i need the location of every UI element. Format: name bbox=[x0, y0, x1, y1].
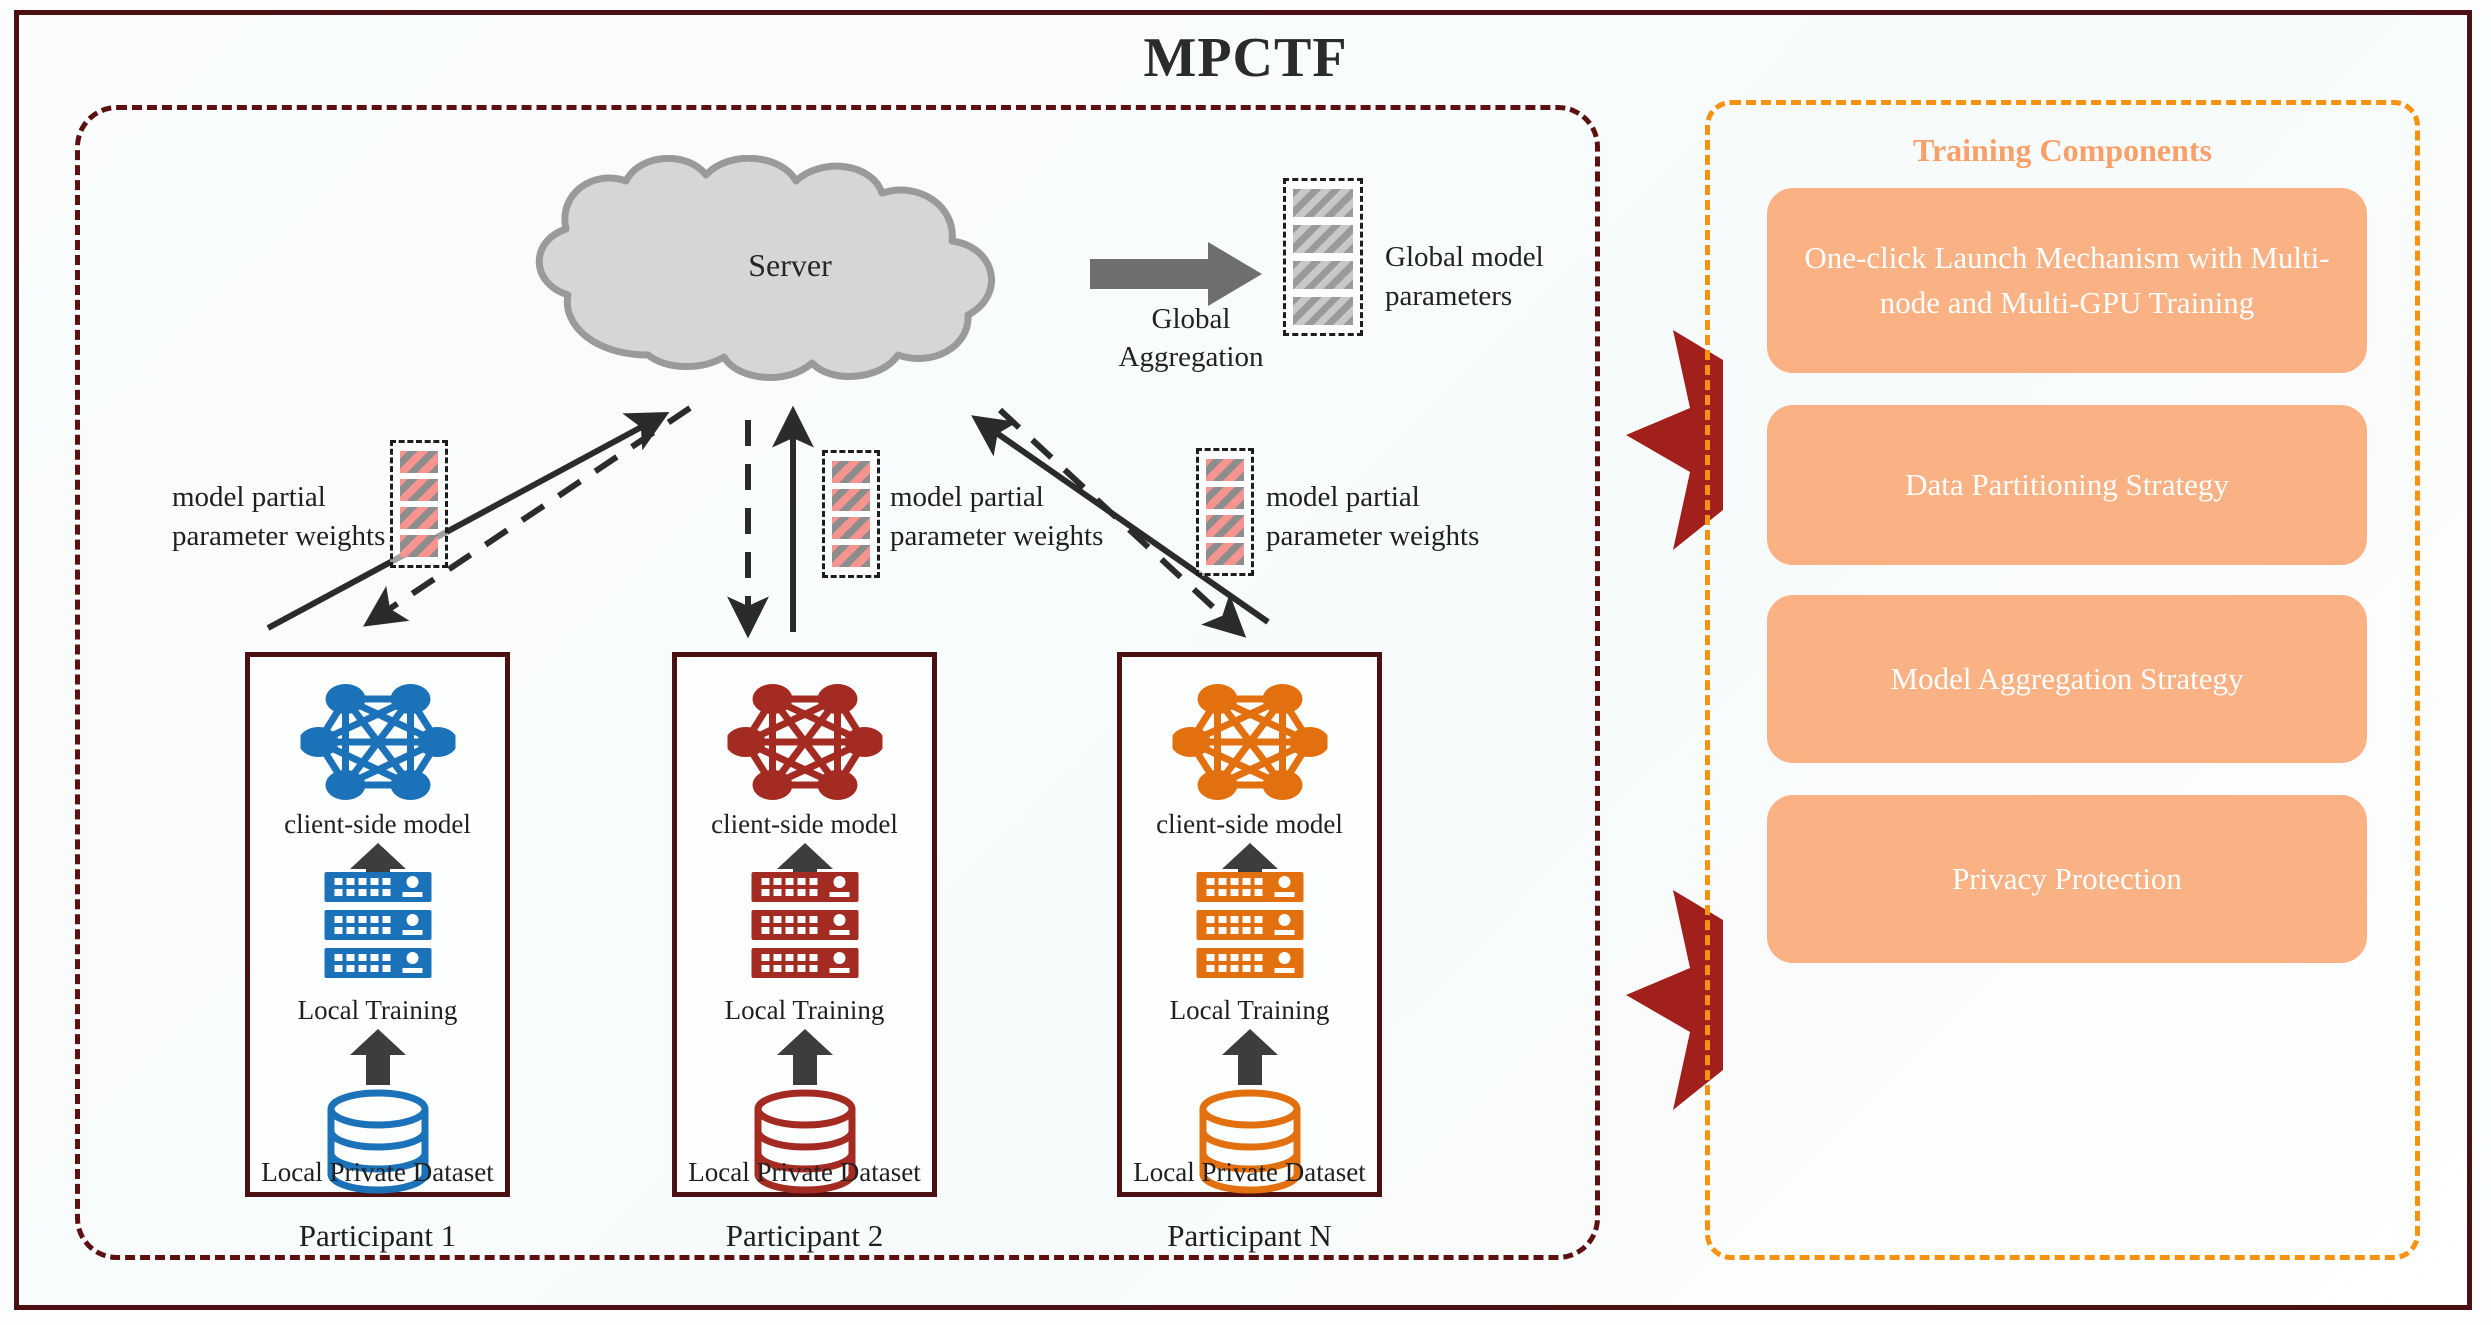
database-icon bbox=[1199, 1089, 1300, 1194]
local-dataset-label: Local Private Dataset bbox=[688, 1157, 921, 1187]
participant-box-2[interactable]: client-side model bbox=[672, 652, 937, 1197]
weight-cell bbox=[1206, 458, 1244, 481]
training-components-panel: Training Components One-click Launch Mec… bbox=[1705, 100, 2420, 1260]
participant-box-n[interactable]: client-side model bbox=[1117, 652, 1382, 1197]
participant-box-1[interactable]: client-side model bbox=[245, 652, 510, 1197]
up-arrow-icon bbox=[1221, 843, 1278, 899]
client-model-label: client-side model bbox=[284, 809, 471, 839]
global-aggregation-label: Global Aggregation bbox=[1086, 300, 1296, 377]
training-component-card-2[interactable]: Model Aggregation Strategy bbox=[1767, 595, 2367, 763]
training-component-card-0[interactable]: One-click Launch Mechanism with Multi-no… bbox=[1767, 188, 2367, 373]
neural-network-icon bbox=[1172, 684, 1327, 800]
global-model-parameters-label: Global model parameters bbox=[1385, 238, 1585, 316]
database-icon bbox=[754, 1089, 855, 1194]
server-rack-icon bbox=[324, 872, 431, 978]
client-model-label: client-side model bbox=[711, 809, 898, 839]
weight-cell bbox=[832, 488, 870, 511]
up-arrow-icon bbox=[776, 843, 833, 899]
server-rack-icon bbox=[1196, 872, 1303, 978]
weight-cell bbox=[400, 478, 438, 501]
weight-cell bbox=[1206, 543, 1244, 566]
database-icon bbox=[327, 1089, 428, 1194]
local-dataset-label: Local Private Dataset bbox=[1133, 1157, 1366, 1187]
weights-label-pn: model partial parameter weights bbox=[1266, 478, 1506, 557]
training-component-card-3[interactable]: Privacy Protection bbox=[1767, 795, 2367, 963]
global-params-line2: parameters bbox=[1385, 280, 1513, 313]
up-arrow-icon bbox=[349, 1029, 406, 1085]
weight-cell bbox=[400, 507, 438, 530]
param-cell bbox=[1293, 188, 1353, 217]
up-arrow-icon bbox=[776, 1029, 833, 1085]
weights-block-p2 bbox=[822, 450, 880, 578]
weight-cell bbox=[1206, 486, 1244, 509]
federated-learning-panel bbox=[75, 105, 1600, 1260]
global-aggregation-line1: Global bbox=[1151, 303, 1231, 335]
weights-label-line1: model partial bbox=[890, 481, 1044, 513]
cloud-label: Server bbox=[748, 247, 832, 283]
weight-cell bbox=[400, 450, 438, 473]
server-cloud: Server bbox=[500, 154, 1080, 385]
training-component-card-1[interactable]: Data Partitioning Strategy bbox=[1767, 405, 2367, 565]
weight-cell bbox=[832, 545, 870, 568]
participant-label-1: Participant 1 bbox=[298, 1218, 457, 1253]
local-training-label: Local Training bbox=[1169, 995, 1330, 1025]
weights-block-pn bbox=[1196, 448, 1254, 576]
participant-label-n: Participant N bbox=[1167, 1218, 1332, 1253]
training-components-title: Training Components bbox=[1912, 132, 2212, 168]
weight-cell bbox=[832, 517, 870, 540]
neural-network-icon bbox=[727, 684, 882, 800]
weights-label-line2: parameter weights bbox=[890, 520, 1104, 553]
global-params-line1: Global model bbox=[1385, 241, 1544, 273]
weights-label-p1: model partial parameter weights bbox=[172, 478, 402, 557]
components-arrow-bottom bbox=[1618, 880, 1728, 1125]
weight-cell bbox=[1206, 515, 1244, 538]
weight-cell bbox=[832, 460, 870, 483]
weights-label-line2: parameter weights bbox=[172, 520, 386, 553]
page-title: MPCTF bbox=[1143, 27, 1348, 89]
param-cell bbox=[1293, 297, 1353, 326]
param-cell bbox=[1293, 224, 1353, 253]
global-model-parameters-block bbox=[1283, 178, 1363, 336]
local-training-label: Local Training bbox=[724, 995, 885, 1025]
server-rack-icon bbox=[751, 872, 858, 978]
global-aggregation-arrow bbox=[1090, 242, 1262, 311]
local-training-label: Local Training bbox=[297, 995, 458, 1025]
up-arrow-icon bbox=[1221, 1029, 1278, 1085]
up-arrow-icon bbox=[349, 843, 406, 899]
weights-label-p2: model partial parameter weights bbox=[890, 478, 1130, 557]
participant-label-2: Participant 2 bbox=[725, 1218, 884, 1253]
param-cell bbox=[1293, 261, 1353, 290]
components-arrow-top bbox=[1618, 320, 1728, 565]
weights-label-line1: model partial bbox=[1266, 481, 1420, 513]
weight-cell bbox=[400, 535, 438, 558]
client-model-label: client-side model bbox=[1156, 809, 1343, 839]
weights-block-p1 bbox=[390, 440, 448, 568]
local-dataset-label: Local Private Dataset bbox=[261, 1157, 494, 1187]
weights-label-line1: model partial bbox=[172, 481, 326, 513]
neural-network-icon bbox=[300, 684, 455, 800]
cloud-icon bbox=[535, 154, 995, 381]
weights-label-line2: parameter weights bbox=[1266, 520, 1480, 553]
global-aggregation-line2: Aggregation bbox=[1118, 341, 1264, 374]
